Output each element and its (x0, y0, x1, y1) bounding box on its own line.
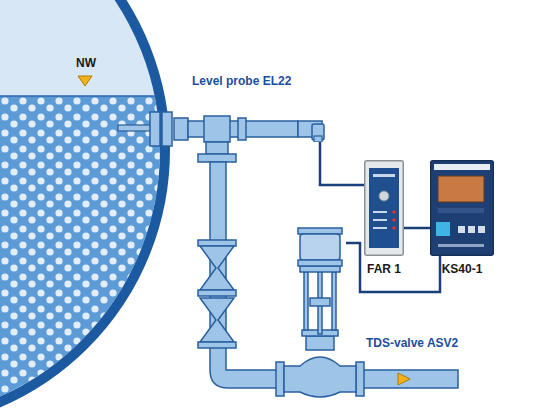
far-face (364, 160, 404, 256)
shutoff-valve (198, 240, 236, 348)
probe-face (296, 116, 328, 142)
flow-arrow (398, 373, 410, 385)
cable-line (404, 227, 430, 230)
signal-cable (404, 228, 430, 229)
signal-cable (320, 142, 364, 185)
vessel-interior (0, 0, 200, 420)
control-valve (276, 266, 364, 397)
controller-unit: KS40-1 (430, 160, 494, 256)
valve-label: TDS-valve ASV2 (366, 336, 458, 350)
tds-valve: TDS-valve ASV2 (294, 226, 346, 268)
level-label: NW (76, 56, 96, 70)
device-label: KS40-1 (442, 262, 483, 276)
probe-label: Level probe EL22 (192, 74, 291, 88)
water-level-marker (78, 76, 92, 86)
ks-face (430, 160, 494, 256)
valve-face (294, 226, 346, 268)
vessel-shell (0, 0, 165, 420)
controller-unit: FAR 1 (364, 160, 404, 256)
device-label: FAR 1 (367, 262, 401, 276)
level-probe: Level probe EL22 (296, 116, 328, 142)
cable-line (320, 142, 364, 185)
